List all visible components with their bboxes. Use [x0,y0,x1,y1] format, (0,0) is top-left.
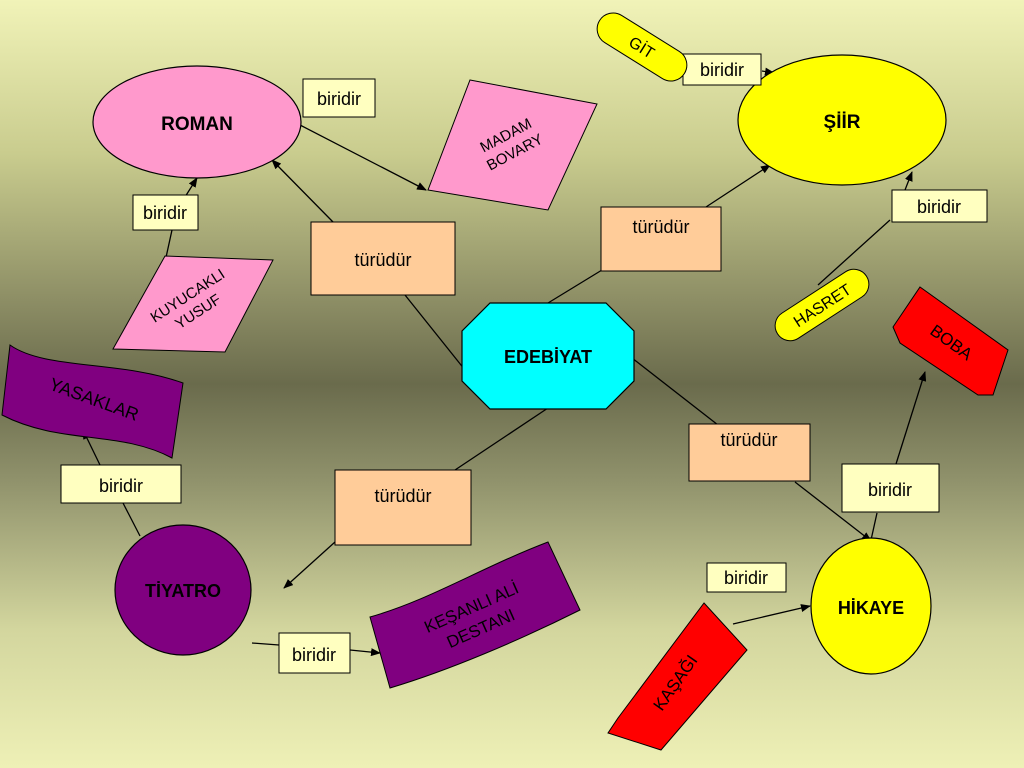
arrow-kuyucakli-to-roman [184,177,198,198]
relation-biridir-kesanli: biridir [278,632,351,674]
connector-center-turudur-roman [404,294,466,371]
biridir-label: biridir [143,203,187,223]
arrow-to-hikaye [794,481,872,542]
relation-biridir-kasagi: biridir [706,562,787,593]
arrow-hasret-to-siir [904,171,913,191]
relation-turudur-hikaye: türüdür [688,423,811,482]
connector-tiyatro-biridir [122,502,141,537]
relation-biridir-git: biridir [682,53,762,86]
relation-turudur-tiyatro: türüdür [334,469,472,546]
arrow-to-siir [705,164,771,208]
roman-label: ROMAN [161,114,233,135]
turudur-label: türüdür [354,250,411,270]
tiyatro-label: TİYATRO [145,581,221,601]
work-yasaklar[interactable]: YASAKLAR [1,344,184,459]
hikaye-ellipse [810,537,932,675]
work-madam-bovary[interactable]: MADAM BOVARY [427,79,598,211]
biridir-label: biridir [724,568,768,588]
biridir-label: biridir [99,476,143,496]
work-kesanli-ali[interactable]: KEŞANLI ALİ DESTANI [369,541,581,689]
arrow-to-kesanli-ali [349,648,381,657]
connector-tiyatro-biridir-bottom [251,642,280,646]
kasagi-shape [607,602,748,751]
biridir-box [891,189,988,223]
biridir-label: biridir [868,480,912,500]
turudur-label: türüdür [720,430,777,450]
roman-ellipse [92,65,302,179]
connector-hikaye-biridir [870,512,878,541]
genre-siir[interactable]: ŞİİR [737,54,947,186]
relation-biridir-roman-bovary: biridir [302,78,376,118]
biridir-box [60,464,182,504]
arrow-to-madam-bovary [299,124,427,191]
turudur-box [310,221,456,296]
connector-center-turudur-siir [547,269,603,304]
relation-turudur-siir: türüdür [600,206,722,272]
biridir-box [706,562,787,593]
center-node[interactable]: EDEBİYAT [461,302,635,410]
relation-biridir-kuyucakli: biridir [132,194,199,231]
biridir-box [302,78,376,118]
biridir-label: biridir [292,645,336,665]
biridir-box [682,53,762,86]
connector-center-turudur-hikaye [631,357,719,426]
work-hasret[interactable]: HASRET [769,264,874,347]
hikaye-label: HİKAYE [838,598,904,618]
relation-turudur-roman: türüdür [310,221,456,296]
connectors [82,57,927,657]
arrow-kasagi-to-hikaye [732,604,811,625]
center-label: EDEBİYAT [504,347,592,367]
arrow-to-boba [895,371,927,465]
relation-biridir-yasaklar: biridir [60,464,182,504]
tiyatro-circle [114,524,252,656]
biridir-label: biridir [317,89,361,109]
work-kuyucakli-yusuf[interactable]: KUYUCAKLI YUSUF [112,255,274,353]
kuyucakli-shape [112,255,274,353]
turudur-box [688,423,811,482]
siir-label: ŞİİR [824,112,861,133]
biridir-box [278,632,351,674]
biridir-box [841,463,940,513]
git-shape [596,12,688,82]
arrow-to-roman [271,159,334,223]
connector-center-turudur-tiyatro [454,407,549,471]
yasaklar-shape [1,344,184,459]
boba-shape [892,286,1009,396]
genre-roman[interactable]: ROMAN [92,65,302,179]
turudur-box [600,206,722,272]
work-kasagi[interactable]: KAŞAĞI [607,602,748,751]
biridir-label: biridir [917,197,961,217]
biridir-box [132,194,199,231]
kesanli-shape [369,541,581,689]
turudur-label: türüdür [374,486,431,506]
madam-bovary-shape [427,79,598,211]
biridir-label: biridir [700,60,744,80]
work-boba[interactable]: BOBA [892,286,1009,396]
genre-tiyatro[interactable]: TİYATRO [114,524,252,656]
work-git[interactable]: GİT [591,7,693,87]
turudur-label: türüdür [632,217,689,237]
relation-biridir-hasret: biridir [891,189,988,223]
center-octagon [461,302,635,410]
connector-hasret-biridir [817,219,891,286]
genre-hikaye[interactable]: HİKAYE [810,537,932,675]
arrow-to-tiyatro [283,541,336,589]
turudur-box [334,469,472,546]
hasret-shape [774,268,870,342]
siir-ellipse [737,54,947,186]
relation-biridir-boba: biridir [841,463,940,513]
